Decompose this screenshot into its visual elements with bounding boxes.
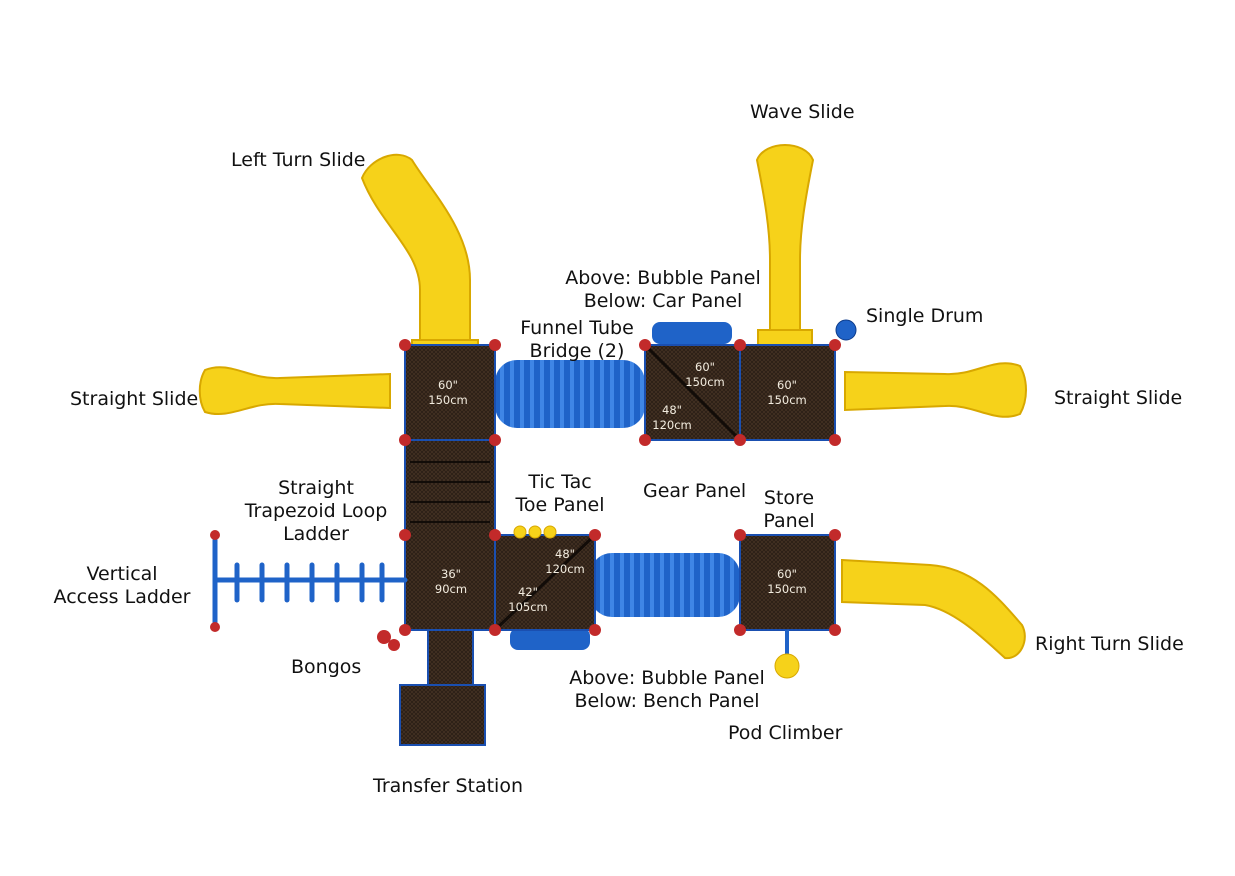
label-tic-tac-2: Toe Panel (515, 494, 605, 516)
label-loop-ladder-1: Straight (278, 477, 354, 499)
post-caps (210, 339, 841, 636)
deck-c (739, 344, 836, 441)
deck-a-height-in: 60" (438, 378, 458, 392)
label-tic-tac-1: Tic Tac (528, 471, 592, 493)
label-funnel-bridge: Bridge (2) (529, 340, 625, 362)
deck-a-height-cm: 150cm (428, 393, 467, 407)
label-funnel-tube: Funnel Tube (520, 317, 634, 339)
deck-c-height-cm: 150cm (767, 393, 806, 407)
tic-tac-toe-panel (513, 525, 557, 539)
label-top-panel-above: Above: Bubble Panel (565, 267, 761, 289)
deck-d-height-in: 36" (441, 567, 461, 581)
right-turn-slide (841, 558, 1026, 660)
label-pod-climber: Pod Climber (728, 722, 843, 744)
label-left-turn-slide: Left Turn Slide (231, 149, 366, 171)
deck-e-height-in: 48" (555, 547, 575, 561)
deck-f-height-in: 60" (777, 567, 797, 581)
deck-e-height-cm: 120cm (545, 562, 584, 576)
straight-slide-right (844, 362, 1027, 418)
deck-c-height-in: 60" (777, 378, 797, 392)
funnel-tube-bottom (590, 553, 740, 617)
label-right-turn-slide: Right Turn Slide (1035, 633, 1184, 655)
label-gear-panel: Gear Panel (643, 480, 747, 502)
label-single-drum: Single Drum (866, 305, 984, 327)
bongos (377, 630, 400, 651)
label-vertical-ladder-2: Access Ladder (53, 586, 191, 608)
label-straight-slide-left: Straight Slide (70, 388, 199, 410)
deck-d-height-cm: 90cm (435, 582, 467, 596)
transfer-station (399, 684, 486, 746)
label-transfer-station: Transfer Station (373, 775, 523, 797)
vertical-access-ladder (212, 537, 408, 628)
label-wave-slide: Wave Slide (750, 101, 855, 123)
wave-slide (755, 144, 815, 341)
left-turn-slide (360, 153, 471, 341)
pod-climber (774, 630, 800, 679)
straight-slide-left (198, 366, 391, 416)
label-bongos: Bongos (291, 656, 362, 678)
label-loop-ladder-2: Trapezoid Loop (244, 500, 388, 522)
label-straight-slide-right: Straight Slide (1054, 387, 1183, 409)
label-store-2: Panel (763, 510, 815, 532)
label-bottom-panel-below: Below: Bench Panel (574, 690, 760, 712)
deck-b-height-in: 60" (695, 360, 715, 374)
deck-b-height-cm: 150cm (685, 375, 724, 389)
label-top-panel-below: Below: Car Panel (583, 290, 743, 312)
bubble-panel-bottom (510, 628, 590, 650)
label-vertical-ladder-1: Vertical (86, 563, 158, 585)
deck-a (404, 344, 496, 441)
label-loop-ladder-3: Ladder (283, 523, 349, 545)
loop-ladder (410, 461, 490, 523)
label-store-1: Store (763, 487, 815, 509)
deck-b2-height-cm: 120cm (652, 418, 691, 432)
bubble-panel-top (652, 322, 732, 344)
deck-b2-height-in: 48" (662, 403, 682, 417)
deck-f-height-cm: 150cm (767, 582, 806, 596)
single-drum (835, 319, 857, 341)
deck-e2-height-in: 42" (518, 585, 538, 599)
funnel-tube-top (495, 360, 645, 428)
deck-d (404, 439, 496, 631)
label-bottom-panel-above: Above: Bubble Panel (569, 667, 765, 689)
deck-e2-height-cm: 105cm (508, 600, 547, 614)
